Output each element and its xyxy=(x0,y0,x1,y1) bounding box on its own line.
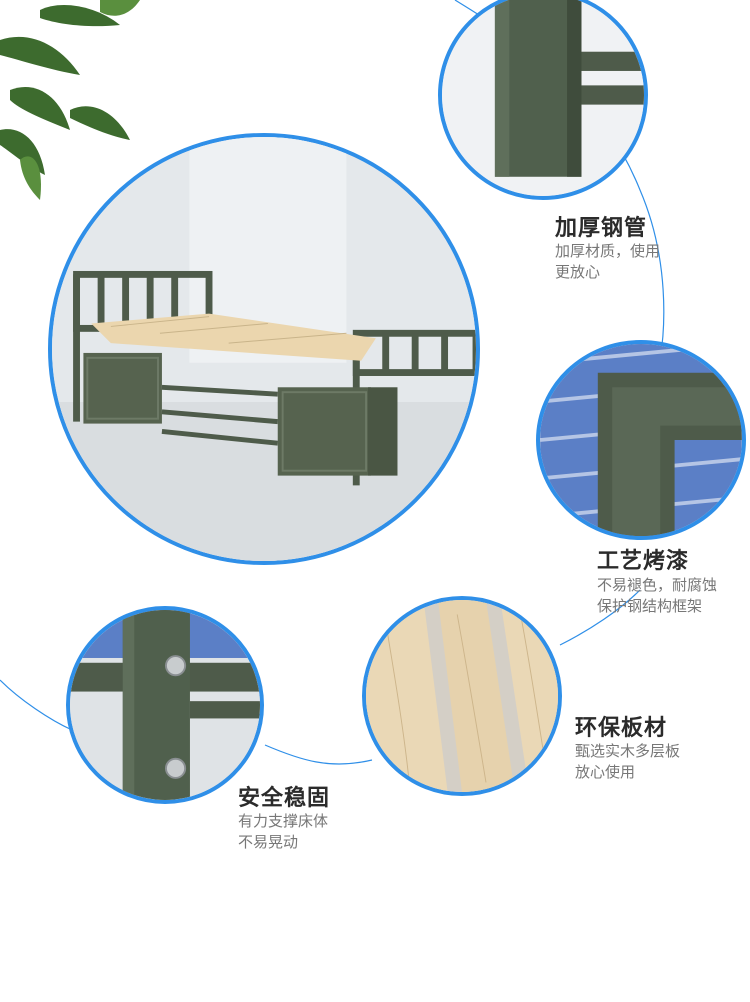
feature-title-thick-tube: 加厚钢管 xyxy=(555,216,648,241)
steel-tube-photo xyxy=(438,0,648,200)
feature-desc-line: 保护钢结构框架 xyxy=(597,597,703,615)
feature-desc-paint: 不易褪色，耐腐蚀 保护钢结构框架 xyxy=(597,575,717,617)
feature-desc-line: 放心使用 xyxy=(575,763,636,781)
wood-board-photo xyxy=(362,596,562,796)
feature-title-paint: 工艺烤漆 xyxy=(597,549,690,574)
feature-desc-line: 不易褪色，耐腐蚀 xyxy=(597,576,718,594)
feature-title-eco-board: 环保板材 xyxy=(575,716,668,741)
feature-desc-line: 更放心 xyxy=(555,263,601,281)
paint-finish-photo xyxy=(536,340,746,540)
feature-desc-line: 不易晃动 xyxy=(238,833,299,851)
feature-desc-line: 加厚材质，使用 xyxy=(555,242,661,260)
bed-main-photo xyxy=(48,133,480,565)
feature-desc-eco-board: 甄选实木多层板 放心使用 xyxy=(575,741,680,783)
plant-decoration xyxy=(0,0,150,210)
feature-desc-line: 甄选实木多层板 xyxy=(575,742,681,760)
feature-title-stability: 安全稳固 xyxy=(238,786,331,811)
feature-desc-stability: 有力支撑床体 不易晃动 xyxy=(238,811,328,853)
feature-desc-line: 有力支撑床体 xyxy=(238,812,329,830)
feature-desc-thick-tube: 加厚材质，使用 更放心 xyxy=(555,241,660,283)
bolt-joint-photo xyxy=(66,606,264,804)
